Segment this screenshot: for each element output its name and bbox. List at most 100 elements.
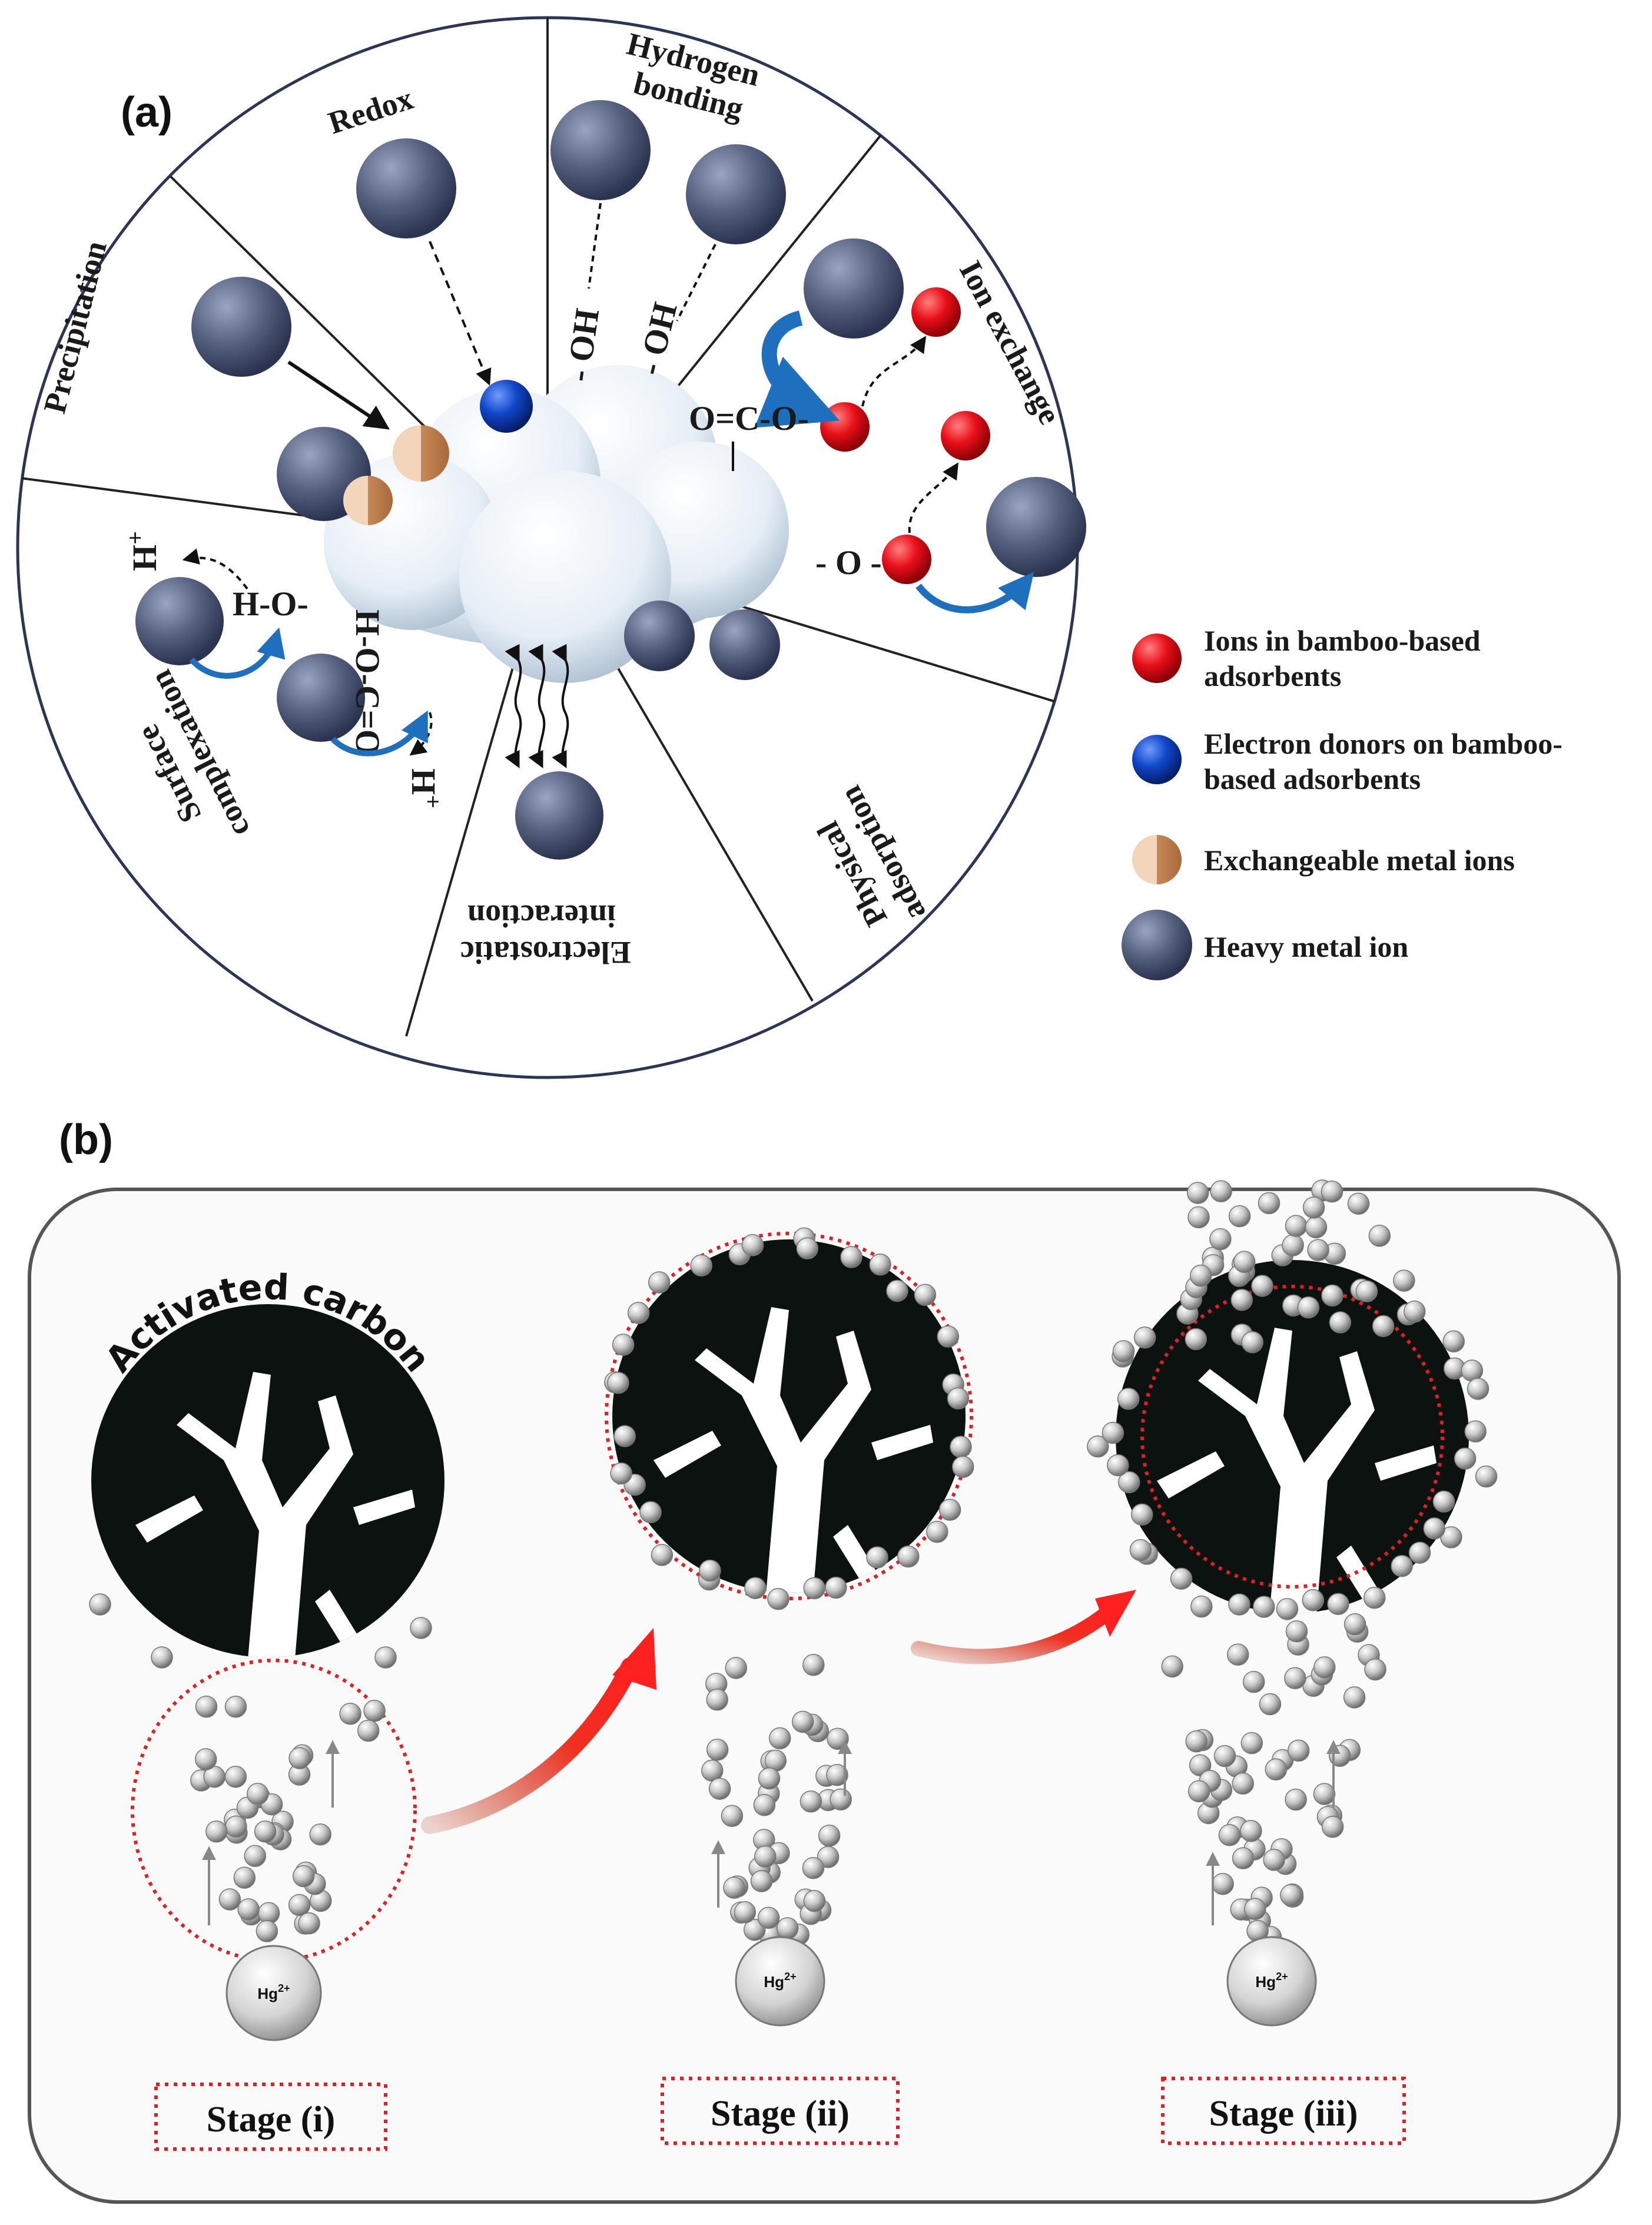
hg-particle (1228, 1593, 1250, 1616)
hg-particle (218, 1888, 241, 1911)
hg-particle (224, 1696, 247, 1718)
hg-particle (1464, 1420, 1487, 1443)
hg-particle (1228, 1205, 1251, 1228)
hg-particle (951, 1455, 974, 1478)
group-hoco: H-O-C=O (349, 609, 387, 756)
hg-particle (1285, 1215, 1308, 1237)
hg-particle (237, 1898, 260, 1921)
hg-particle (1285, 1620, 1308, 1643)
heavy-metal-ion (135, 577, 224, 665)
hg-particle (1240, 1732, 1263, 1755)
hg-particle (796, 1237, 819, 1259)
hbond-line (588, 203, 602, 289)
hg-particle (195, 1695, 218, 1718)
hg-particle (1423, 1517, 1445, 1540)
hg-particle (1307, 1239, 1329, 1261)
legend-swatch-blue (1132, 735, 1182, 784)
exchange-arrow (915, 572, 1034, 614)
legend-label-tan: Exchangeable metal ions (1204, 844, 1515, 877)
hg-particle (1117, 1471, 1140, 1494)
hg-particle (1372, 1315, 1395, 1338)
hg-particle (1344, 1613, 1366, 1636)
hg-particle (791, 1710, 814, 1733)
hg-particle (1432, 1490, 1455, 1513)
hg-particle (708, 1778, 731, 1800)
hg-particle (1347, 1192, 1370, 1215)
hg-particle (288, 1894, 311, 1916)
legend-label-blue: Electron donors on bamboo- based adsorbe… (1204, 727, 1570, 795)
hg-particle (803, 1577, 825, 1600)
hg-particle (1218, 1823, 1241, 1846)
hg-particle (1232, 1772, 1254, 1795)
heavy-metal-ion (624, 601, 695, 671)
hg-particle (1263, 1849, 1285, 1871)
adsorbent-cloud (324, 365, 789, 683)
panel-a-label: (a) (121, 89, 173, 136)
hg-particle (830, 1788, 852, 1810)
hg-particle (826, 1763, 848, 1786)
panel-b-label: (b) (59, 1116, 113, 1163)
hg-particle (292, 1865, 315, 1888)
hg-particle (607, 1371, 629, 1394)
hg-particle (1213, 1745, 1236, 1768)
bamboo-ion (820, 402, 870, 452)
hg-source: Hg2+ (1226, 1936, 1317, 2027)
electrostatic-arrows (505, 644, 569, 769)
hg-particle (758, 1767, 781, 1790)
hg-particle (1408, 1541, 1431, 1564)
hg-particle (1251, 1275, 1273, 1297)
focus-ring (131, 1659, 417, 1962)
hg-particle (610, 1462, 632, 1485)
hg-particle (1209, 1228, 1232, 1251)
hg-particle (225, 1815, 247, 1838)
hg-particle (1321, 1284, 1344, 1307)
hg-particle (741, 1233, 764, 1256)
panel-b: (b) Activated carbon (28, 1116, 1621, 2204)
hg-particle (1280, 1884, 1302, 1906)
bamboo-ion (941, 411, 990, 460)
hg-particle (1233, 1251, 1256, 1274)
hg-particle (1244, 1898, 1266, 1921)
hg-particle (757, 1906, 780, 1929)
hg-particle (802, 1653, 825, 1676)
hg-particle (1297, 1296, 1320, 1319)
hg-source: Hg2+ (735, 1936, 825, 2027)
hg-particle (744, 1577, 767, 1599)
segment-label-electrostatic-interaction: Electrostatic interaction (452, 898, 631, 970)
hg-particle (1305, 1216, 1328, 1239)
legend-swatch-tan (1132, 835, 1182, 884)
hg-particle (1102, 1421, 1124, 1444)
hg-particle (1302, 1589, 1325, 1611)
hg-particle (734, 1901, 757, 1924)
hg-particle (224, 1766, 247, 1788)
hg-particle (1313, 1783, 1336, 1805)
hg-particle (1475, 1465, 1498, 1488)
hg-particle (1187, 1780, 1210, 1803)
hg-particle (1327, 1593, 1349, 1615)
hg-particle (1170, 1567, 1193, 1590)
hg-particle (926, 1521, 948, 1543)
stage-box (1161, 2077, 1406, 2145)
hg-particle (1284, 1667, 1306, 1689)
hg-particle (1442, 1330, 1465, 1353)
hg-particle (706, 1689, 728, 1711)
hg-particle (754, 1845, 777, 1868)
bamboo-ion (911, 287, 961, 337)
hg-particle (244, 1845, 267, 1868)
hg-particle (753, 1794, 776, 1816)
hg-particle (1187, 1206, 1210, 1229)
hg-particle (374, 1646, 397, 1669)
hg-particle (840, 1246, 863, 1268)
hg-particle (699, 1559, 721, 1582)
hg-particle (363, 1699, 386, 1722)
hg-particle (1230, 1289, 1253, 1311)
bamboo-ion (882, 535, 931, 584)
hg-particle (1129, 1539, 1152, 1561)
exchange-arrow (754, 310, 840, 428)
heavy-metal-ion (356, 138, 456, 238)
hg-particle (1212, 1872, 1234, 1895)
hg-particle (1107, 1454, 1129, 1477)
hg-particle (1285, 1788, 1307, 1811)
hg-particle (1161, 1655, 1183, 1678)
heavy-metal-ion (986, 477, 1086, 577)
